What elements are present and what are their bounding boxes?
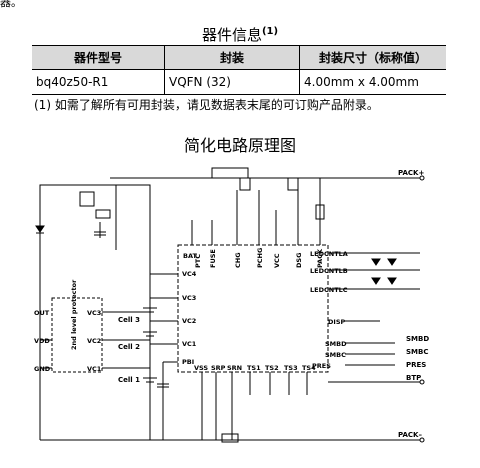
- pin-vc3: VC3: [182, 294, 196, 302]
- pin-srp: SRP: [211, 364, 226, 372]
- cell-2-label: Cell 2: [118, 343, 140, 351]
- output-pres: PRES: [406, 361, 426, 369]
- cell-1-label: Cell 1: [118, 376, 140, 384]
- pack-minus-label: PACK–: [398, 431, 422, 439]
- schematic-title: 简化电路原理图: [183, 136, 296, 155]
- protector-pin-vdd: VDD: [34, 337, 50, 345]
- protector-pin-vc2: VC2: [87, 337, 101, 345]
- pack-plus-terminal[interactable]: [419, 175, 425, 181]
- pin-vcc: VCC: [273, 253, 281, 268]
- clipped-text: 器。: [0, 0, 22, 9]
- device-info-title-text: 器件信息: [201, 26, 262, 44]
- sense-resistor-bottom: [221, 433, 239, 443]
- pin-ts4: TS4: [302, 364, 316, 372]
- fuse-fet-icon: [79, 191, 95, 207]
- pack-minus-terminal[interactable]: [419, 437, 425, 443]
- header-package-size: 封装尺寸（标称值）: [299, 45, 446, 70]
- pin-ledcntlb: LEDCNTLB: [310, 267, 348, 275]
- cell-part-number: bq40z50-R1: [32, 69, 165, 95]
- pin-pbi: PBI: [182, 358, 194, 366]
- protector-pin-vc1: VC1: [87, 365, 102, 373]
- table-header-row: 器件型号 封装 封装尺寸（标称值）: [32, 45, 446, 70]
- cell-3-label: Cell 3: [118, 316, 140, 324]
- device-info-title-note: (1): [261, 26, 279, 37]
- protector-label: 2nd level protector: [70, 279, 78, 350]
- pin-vc1: VC1: [182, 340, 197, 348]
- protector-wires: [40, 311, 150, 369]
- pin-pack: PACK: [316, 248, 324, 268]
- pin-srn: SRN: [227, 364, 242, 372]
- diode-icon: [35, 225, 45, 233]
- output-smbc: SMBC: [406, 348, 428, 356]
- pin-pchg: PCHG: [256, 248, 264, 268]
- pin-vss: VSS: [194, 364, 208, 372]
- cell-package: VQFN (32): [164, 69, 300, 95]
- pin-ledcntlc: LEDCNTLC: [310, 286, 348, 294]
- led-array-icon: [371, 258, 397, 285]
- pin-ts2: TS2: [265, 364, 279, 372]
- fet-icon: [239, 177, 251, 191]
- pin-smbd: SMBD: [325, 340, 347, 348]
- pin-ledcntla: LEDCNTLA: [310, 250, 348, 258]
- pin-disp: DISP: [328, 318, 345, 326]
- gauge-ic: [177, 244, 329, 373]
- protector-pin-vc3: VC3: [87, 309, 101, 317]
- pin-bat: BAT: [183, 252, 197, 260]
- table-row: bq40z50-R1 VQFN (32) 4.00mm x 4.00mm: [32, 69, 446, 95]
- device-info-table: 器件型号 封装 封装尺寸（标称值） bq40z50-R1 VQFN (32) 4…: [32, 45, 446, 95]
- footnote: (1) 如需了解所有可用封装，请见数据表末尾的可订购产品附录。: [34, 98, 379, 112]
- pin-fuse: FUSE: [209, 249, 217, 268]
- pack-plus-label: PACK+: [398, 169, 424, 177]
- protector-pin-gnd: GND: [34, 365, 51, 373]
- cell-stack: [143, 245, 178, 440]
- pin-vc4: VC4: [182, 270, 197, 278]
- fet-icon: [287, 177, 299, 191]
- sense-resistor-top: [211, 167, 249, 179]
- pin-ts1: TS1: [247, 364, 261, 372]
- ic-top-pins: [191, 190, 321, 245]
- output-btp: BTP: [406, 374, 421, 382]
- pin-vc2: VC2: [182, 317, 196, 325]
- btp-terminal[interactable]: [419, 379, 425, 385]
- pin-smbc: SMBC: [325, 351, 346, 359]
- ic-bottom-pins: [201, 372, 308, 440]
- pin-ptc: PTC: [194, 254, 202, 268]
- pin-chg: CHG: [234, 252, 242, 268]
- pack-resistor-icon: [315, 204, 325, 220]
- pin-ts3: TS3: [284, 364, 298, 372]
- output-smbd: SMBD: [406, 335, 429, 343]
- ic-right-wires: [328, 252, 420, 383]
- cell-package-size: 4.00mm x 4.00mm: [299, 69, 446, 95]
- fuse-resistor-icon: [95, 209, 111, 219]
- header-part-number: 器件型号: [32, 45, 165, 70]
- protector-pin-out: OUT: [34, 309, 50, 317]
- device-info-title: 器件信息(1): [0, 24, 480, 45]
- protector-ic: [51, 297, 103, 373]
- pin-btp-pres: PRES: [312, 362, 331, 370]
- pin-dsg: DSG: [295, 253, 303, 268]
- header-package: 封装: [164, 45, 300, 70]
